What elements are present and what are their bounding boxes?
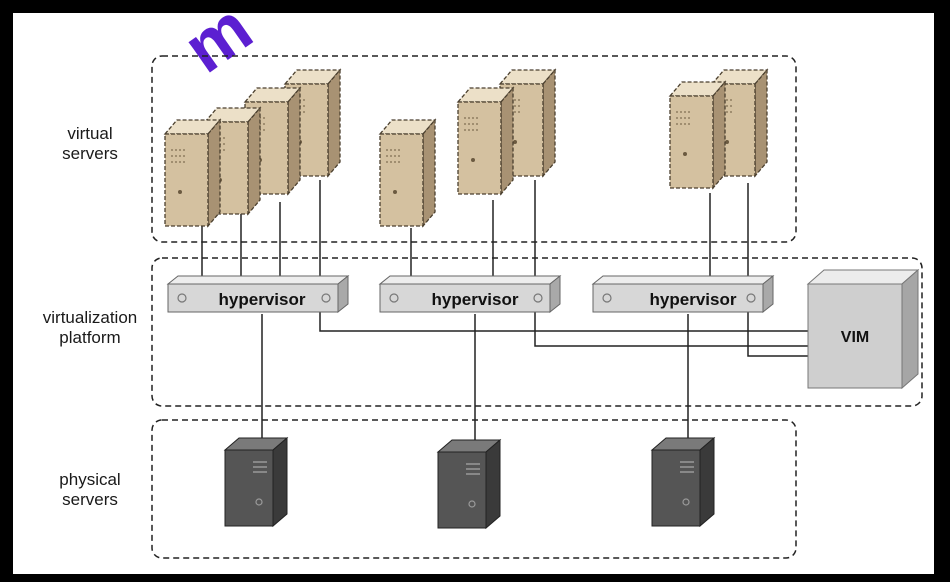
physical-server-icon — [437, 439, 501, 529]
hypervisor-2: hypervisor — [379, 275, 561, 313]
physical-server-icon — [651, 437, 715, 527]
vim-label: VIM — [841, 329, 869, 346]
virtual-server-icon — [164, 119, 221, 227]
label-virtualization-platform: virtualization platform — [30, 308, 150, 348]
label-virtual-servers-text: virtual servers — [62, 124, 118, 163]
hypervisor-1: hypervisor — [167, 275, 349, 313]
physical-server-icon — [224, 437, 288, 527]
label-physical-servers: physical servers — [30, 470, 150, 510]
label-virtualization-platform-text: virtualization platform — [42, 308, 138, 347]
hypervisor-3-label: hypervisor — [650, 290, 737, 309]
virtual-servers-group — [151, 55, 797, 243]
virtual-server-icon — [669, 81, 726, 189]
watermark-logo: m — [170, 0, 266, 88]
label-physical-servers-text: physical servers — [59, 470, 121, 509]
virtual-server-group-1 — [164, 69, 341, 227]
physical-connectors — [261, 314, 689, 445]
vm-connectors — [201, 180, 749, 278]
virtual-server-group-3 — [669, 69, 768, 189]
hypervisor-3: hypervisor — [592, 275, 774, 313]
label-virtual-servers: virtual servers — [30, 124, 150, 164]
virtualization-platform-group — [151, 257, 923, 407]
virtual-server-icon — [379, 119, 436, 227]
vim-connectors — [319, 306, 815, 357]
virtual-server-group-2 — [379, 69, 556, 227]
vim-box: VIM — [806, 268, 920, 390]
physical-servers-group — [151, 419, 797, 559]
hypervisor-1-label: hypervisor — [219, 290, 306, 309]
hypervisor-2-label: hypervisor — [432, 290, 519, 309]
virtual-server-icon — [457, 87, 514, 195]
